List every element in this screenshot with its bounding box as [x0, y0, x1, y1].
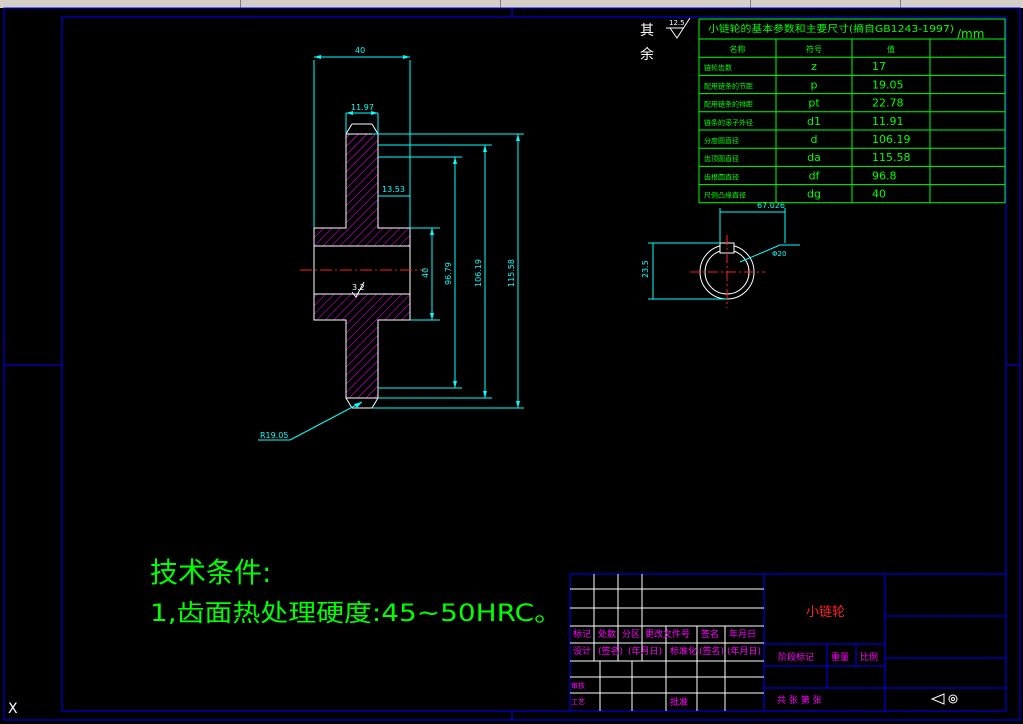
ucs-icon: X — [8, 701, 18, 717]
tb-label-review: 审核 — [571, 681, 585, 690]
tech-conditions: 技术条件: 1,齿面热处理硬度:45~50HRC。 — [150, 556, 562, 627]
table-cell-name: 链轮齿数 — [704, 63, 732, 72]
table-cell-name: 分度圆直径 — [704, 136, 739, 145]
table-cell-symbol: dg — [807, 188, 821, 201]
tb-label-approve: 批准 — [670, 696, 688, 708]
table-cell-value: 96.8 — [872, 169, 897, 182]
table-cell-name: 配用链条的排距 — [704, 100, 753, 109]
table-cell-value: 17 — [872, 60, 886, 73]
table-cell-value: 22.78 — [872, 97, 904, 110]
tb-label-date3: (年月日) — [727, 645, 761, 657]
toolbar-strip — [0, 0, 1023, 8]
roughness-other-line2: 余 — [640, 46, 654, 63]
table-cell-symbol: df — [809, 169, 821, 182]
dim-width-overall: 40 — [355, 46, 365, 55]
dim-bore-tol: Φ20 — [772, 250, 786, 258]
sprocket-section: 3.2 — [300, 123, 425, 409]
dim-pitch-dia: 106.19 — [474, 259, 483, 287]
table-cell-value: 106.19 — [872, 133, 911, 146]
table-header-symbol: 符号 — [806, 44, 822, 54]
dim-root-dia: 96.79 — [444, 262, 453, 285]
table-cell-name: 链条的滚子外径 — [704, 118, 753, 127]
tb-label-mark: 标记 — [573, 628, 591, 640]
tb-label-design: 设计 — [573, 645, 591, 657]
table-cell-symbol: pt — [808, 97, 820, 110]
table-cell-symbol: d — [811, 133, 818, 146]
roughness-other: 其 余 12.5 — [640, 17, 691, 63]
tb-label-weight: 重量 — [831, 651, 849, 663]
table-cell-value: 40 — [872, 188, 886, 201]
dim-hub-offset: 13.53 — [382, 185, 405, 194]
tb-label-sign: 签名 — [701, 628, 719, 640]
tb-label-sign3: (签名) — [699, 645, 724, 657]
tb-label-scale: 比例 — [860, 651, 878, 663]
tb-label-stage: 阶段标记 — [778, 651, 814, 663]
title-part-name: 小链轮 — [806, 605, 845, 620]
tb-label-count: 处数 — [598, 628, 616, 640]
roughness-other-value: 12.5 — [669, 19, 685, 27]
tech-conditions-title: 技术条件: — [150, 556, 271, 589]
table-cell-name: 尺侧凸缘直径 — [704, 191, 746, 200]
table-cell-name: 齿根圆直径 — [704, 172, 739, 181]
params-table: 小链轮的基本参数和主要尺寸(摘自GB1243-1997) /mm 名称 符号 值链轮… — [698, 18, 1006, 204]
table-cell-symbol: p — [811, 78, 818, 91]
end-view — [690, 235, 765, 308]
section-dimension-arrows — [314, 55, 520, 408]
projection-symbol-icon — [930, 693, 958, 705]
end-view-dim-texts: 67.026 23.5 Φ20 — [641, 201, 786, 278]
table-cell-name: 配用链条的节距 — [704, 81, 753, 90]
table-cell-symbol: z — [811, 60, 817, 73]
params-table-unit: /mm — [957, 27, 984, 41]
table-cell-value: 11.91 — [872, 115, 904, 128]
tb-label-standard: 标准化 — [670, 645, 697, 657]
bore-roughness: 3.2 — [352, 283, 365, 292]
table-cell-value: 19.05 — [872, 78, 904, 91]
tb-label-date2: (年月日) — [628, 645, 662, 657]
section-dimension-texts: 40 11.97 13.53 40 96.79 106.19 115.58 R1… — [260, 46, 516, 440]
tb-label-zone: 分区 — [622, 629, 640, 640]
table-header-name: 名称 — [730, 44, 746, 54]
dim-keyway-depth: 23.5 — [641, 260, 650, 278]
dim-fillet-radius: R19.05 — [260, 431, 288, 440]
ucs-label: X — [8, 701, 18, 717]
title-block: 小链轮 标记 处数 分区 更改文件号 签名 年月日 设计 (签名) (年月日) … — [569, 573, 1007, 712]
lower-tooth-section — [313, 293, 411, 399]
table-header-value: 值 — [887, 44, 895, 54]
tech-conditions-item1: 1,齿面热处理硬度:45~50HRC。 — [150, 599, 562, 627]
params-table-title: 小链轮的基本参数和主要尺寸(摘自GB1243-1997) — [708, 23, 954, 35]
drawing-frame — [3, 7, 1021, 721]
table-cell-value: 115.58 — [872, 151, 911, 164]
tb-label-process: 工艺 — [571, 698, 585, 706]
table-cell-symbol: d1 — [807, 115, 821, 128]
roughness-other-line1: 其 — [640, 23, 654, 39]
end-view-dimensions — [648, 208, 800, 300]
tb-label-change: 更改文件号 — [645, 628, 690, 640]
dim-tooth-width: 11.97 — [351, 103, 374, 112]
table-cell-symbol: da — [807, 151, 821, 164]
table-cell-name: 齿顶圆直径 — [704, 154, 739, 163]
dim-bore: 40 — [421, 268, 430, 278]
section-dimensions — [258, 56, 524, 441]
tb-label-date: 年月日 — [729, 628, 756, 640]
dim-outer-dia: 115.58 — [507, 259, 516, 287]
tb-label-sheet: 共 张 第 张 — [777, 694, 822, 706]
tb-label-sign2: (签名) — [598, 645, 623, 657]
dim-keyway-width: 67.026 — [757, 201, 785, 210]
